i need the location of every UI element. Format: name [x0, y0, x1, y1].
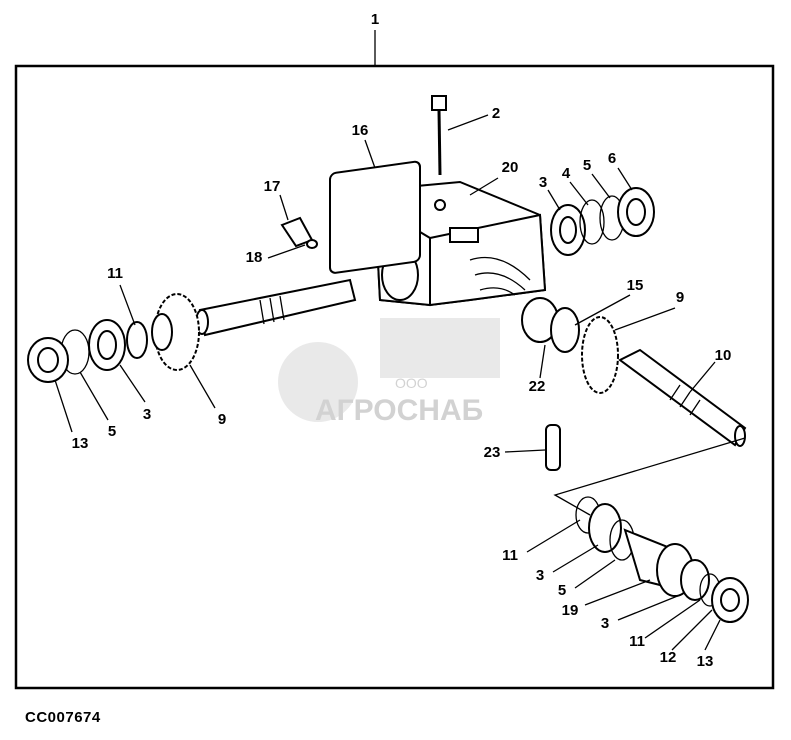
leader-line: [671, 609, 713, 651]
callout-5: 5: [558, 582, 566, 599]
leader-line: [364, 139, 376, 169]
leader-line: [119, 284, 136, 326]
leader-line: [447, 114, 489, 131]
leader-line: [574, 559, 616, 589]
svg-text:ООО: ООО: [395, 375, 428, 391]
detail-connector: [553, 437, 746, 516]
callout-13: 13: [72, 435, 89, 452]
callout-19: 19: [562, 602, 579, 619]
leader-line: [526, 519, 581, 553]
bearing-stack-left: [27, 319, 148, 383]
leader-line: [54, 379, 73, 433]
leader-line: [584, 579, 651, 606]
callout-16: 16: [352, 122, 369, 139]
leader-line: [569, 181, 589, 206]
leader-line: [267, 244, 306, 259]
input-shaft-left: [195, 278, 357, 337]
callout-11: 11: [502, 547, 518, 564]
leader-line: [279, 194, 289, 221]
callout-5: 5: [583, 157, 591, 174]
bolt-and-washer: [280, 216, 318, 249]
callout-3: 3: [143, 406, 151, 423]
callout-13: 13: [697, 653, 714, 670]
callout-1: 1: [371, 11, 379, 28]
pinion-assembly: [521, 297, 619, 394]
leader-line: [614, 307, 676, 331]
callout-10: 10: [715, 347, 732, 364]
callout-18: 18: [246, 249, 263, 266]
leader-line: [189, 364, 216, 409]
leader-line: [689, 361, 716, 393]
callout-6: 6: [608, 150, 616, 167]
callout-20: 20: [502, 159, 519, 176]
dipstick: [431, 95, 447, 176]
leader-line: [704, 619, 721, 651]
leader-line: [552, 544, 599, 573]
svg-text:АГРОСНАБ: АГРОСНАБ: [315, 394, 483, 427]
callout-3: 3: [601, 615, 609, 632]
callout-11: 11: [107, 265, 123, 282]
bearing-stack-upper-right: [550, 187, 655, 256]
leader-line: [469, 177, 499, 196]
callout-23: 23: [484, 444, 501, 461]
leader-line: [617, 167, 633, 191]
callout-3: 3: [536, 567, 544, 584]
watermark-logo: ООО АГРОСНАБ: [278, 318, 500, 427]
gear-left: [151, 293, 200, 371]
leader-line: [539, 344, 546, 379]
roll-pin: [545, 424, 561, 471]
callout-4: 4: [562, 165, 571, 182]
cover-plate: [329, 160, 421, 274]
callout-22: 22: [529, 378, 546, 395]
bearing-stack-lower: [575, 496, 749, 623]
callout-15: 15: [627, 277, 644, 294]
callout-11: 11: [629, 633, 645, 650]
output-shaft: [618, 348, 747, 447]
leader-line: [591, 173, 611, 199]
figure-id-caption: CC007674: [25, 709, 101, 726]
callout-17: 17: [264, 178, 281, 195]
leader-line: [119, 364, 146, 403]
callout-9: 9: [676, 289, 684, 306]
leader-line: [617, 594, 681, 621]
leader-line: [574, 294, 631, 326]
callout-3: 3: [539, 174, 547, 191]
callout-5: 5: [108, 423, 116, 440]
leader-line: [79, 371, 109, 421]
assembly-frame: [14, 64, 775, 690]
leader-line: [547, 189, 561, 211]
callout-12: 12: [660, 649, 677, 666]
callout-9: 9: [218, 411, 226, 428]
callout-2: 2: [492, 105, 500, 122]
leader-line: [504, 449, 546, 453]
leader-line: [644, 599, 701, 639]
